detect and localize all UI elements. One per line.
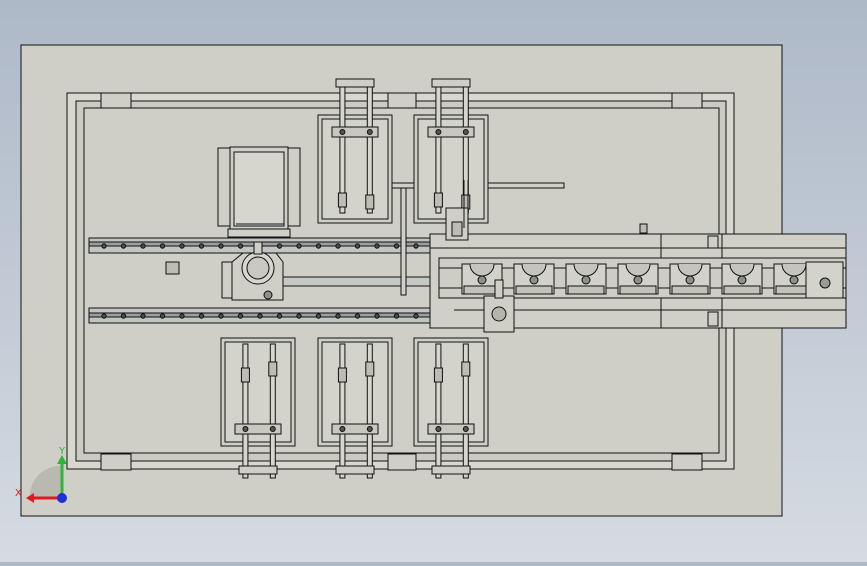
bolt [257,313,263,319]
pneumatic-cylinder[interactable] [413,78,489,224]
drive-shaft [279,276,433,287]
bolt [335,243,341,249]
y-axis-label: Y [58,446,66,457]
pneumatic-cylinder[interactable] [317,78,393,224]
motor[interactable] [217,146,301,238]
bolt [120,243,127,249]
pneumatic-cylinder[interactable] [317,337,393,479]
bolt [101,243,107,249]
bolt [159,313,166,319]
bolt [315,313,322,319]
bolt [393,243,400,249]
bolt [140,313,146,319]
bolt [335,313,341,319]
bolt [296,313,302,319]
bolt [198,313,205,319]
bolt [354,313,361,319]
rail-bolts [101,243,419,319]
sensor-block [165,261,180,275]
bolt [237,313,244,319]
frame-posts [100,92,703,471]
bolt [413,243,419,249]
bolt [179,243,185,249]
x-axis-label: X [15,488,22,499]
bolt [276,243,283,249]
bolt [354,243,361,249]
cylinder-units [220,78,489,479]
pneumatic-cylinder[interactable] [413,337,489,479]
beam-fixtures [461,263,815,295]
bolt [237,243,244,249]
bolt [101,313,107,319]
pneumatic-cylinder[interactable] [220,337,296,479]
bolt [413,313,419,319]
bolt [374,313,380,319]
bolt [374,243,380,249]
bolt [315,243,322,249]
bolt [296,243,302,249]
bolt [140,243,146,249]
bolt [120,313,127,319]
actuator-bracket[interactable] [445,180,515,333]
bolt [179,313,185,319]
bearing-housing[interactable] [221,241,284,301]
bolt [276,313,283,319]
z-axis-dot [57,493,67,503]
support-bar-vertical [400,187,407,296]
bolt [218,243,224,249]
bolt [393,313,400,319]
bolt [159,243,166,249]
bolt [218,313,224,319]
bolt [198,243,205,249]
beam-end-cap[interactable] [805,261,844,299]
axis-triad: X Y [15,446,67,503]
